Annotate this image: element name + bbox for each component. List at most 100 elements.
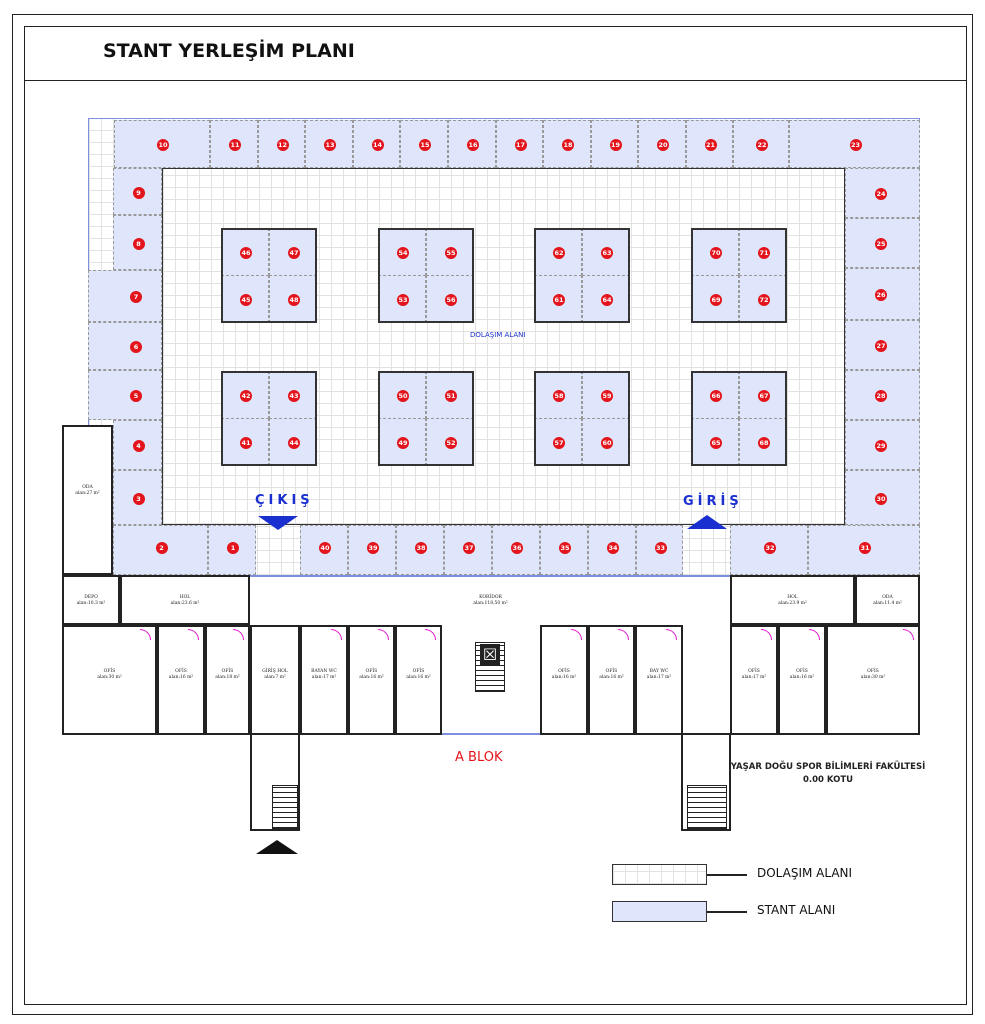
stand-number-badge: 10 — [157, 139, 169, 151]
stand-cell: 13 — [305, 120, 353, 168]
island-stand-block — [378, 228, 474, 323]
stand-number-badge: 21 — [704, 139, 717, 151]
legend-swatch-stand — [612, 901, 707, 922]
stand-number-badge: 17 — [514, 139, 527, 151]
legend-swatch-circulation — [612, 864, 707, 885]
stand-number-badge: 56 — [445, 294, 457, 306]
stand-number-badge: 72 — [758, 294, 770, 306]
stand-number-badge: 30 — [875, 492, 887, 505]
stand-number-badge: 41 — [240, 437, 252, 449]
stand-number-badge: 33 — [654, 542, 667, 554]
stand-number-badge: 6 — [130, 341, 142, 353]
room-area: alan:7 m² — [264, 675, 286, 681]
stand-number-badge: 9 — [132, 186, 145, 199]
island-stand-block — [221, 371, 317, 466]
room-name: BAY WC — [649, 669, 669, 675]
stand-cell: 7 — [88, 270, 162, 322]
stand-number-badge: 51 — [445, 390, 457, 402]
door-icon — [809, 629, 820, 640]
room-area: alan:30 m² — [97, 675, 122, 681]
legend-leader — [707, 874, 747, 876]
legend-leader — [707, 911, 747, 913]
stand-cell: 21 — [686, 120, 733, 168]
exit-label: ÇIKIŞ — [255, 493, 314, 508]
left-entrance-stair — [250, 733, 300, 831]
exit-arrow-icon — [258, 516, 298, 530]
stand-number-badge: 39 — [367, 542, 379, 554]
stand-number-badge: 34 — [607, 542, 619, 554]
stand-number-badge: 40 — [319, 542, 331, 554]
room-area: alan:17 m² — [741, 675, 767, 681]
stand-cell: 36 — [492, 525, 540, 575]
stand-number-badge: 25 — [875, 238, 887, 250]
stand-number-badge: 55 — [445, 247, 457, 259]
room-name: OFİS — [221, 669, 234, 675]
stand-number-badge: 16 — [467, 139, 479, 151]
stand-number-badge: 12 — [276, 139, 289, 151]
room-area: alan:16 m² — [789, 675, 815, 681]
room-area: alan:23.9 m² — [778, 601, 807, 607]
room-name: DEPO — [84, 595, 98, 601]
level-label: 0.00 KOTU — [802, 775, 854, 785]
stand-number-badge: 58 — [553, 390, 565, 402]
stand-cell: 24 — [845, 168, 920, 218]
room-area: alan:16 m² — [406, 675, 431, 681]
stand-cell: 20 — [638, 120, 686, 168]
stand-cell: 55 — [426, 228, 474, 276]
stand-cell: 32 — [730, 525, 808, 575]
room-name: OFİS — [175, 669, 187, 675]
inner-frame — [24, 26, 967, 1005]
stand-number-badge: 71 — [758, 247, 770, 259]
stand-cell: 16 — [448, 120, 496, 168]
stand-cell: 22 — [733, 120, 789, 168]
room-name: OFİS — [365, 669, 378, 675]
stand-cell: 41 — [221, 418, 269, 466]
stand-cell: 6 — [88, 322, 162, 370]
stand-number-badge: 27 — [875, 340, 887, 352]
stand-cell: 33 — [636, 525, 683, 575]
room-name: ODA — [882, 595, 893, 601]
circulation-area — [162, 168, 845, 525]
room-area: alan:17 m² — [311, 675, 337, 681]
stand-number-badge: 44 — [288, 437, 300, 449]
room-name: ODA — [82, 485, 93, 491]
stand-number-badge: 70 — [710, 247, 722, 259]
door-icon — [618, 629, 629, 640]
stand-cell: 60 — [582, 418, 630, 466]
stand-number-badge: 61 — [553, 294, 565, 306]
stand-cell: 26 — [845, 268, 920, 320]
stair-steps — [272, 785, 298, 829]
island-stand-block — [691, 371, 787, 466]
stand-cell: 15 — [400, 120, 448, 168]
room-area: alan:16 m² — [599, 675, 624, 681]
room-area: alan:16 m² — [168, 675, 194, 681]
stand-number-badge: 1 — [227, 542, 239, 554]
stand-number-badge: 68 — [758, 437, 770, 449]
door-icon — [666, 629, 677, 640]
stand-number-badge: 52 — [445, 437, 457, 449]
stand-number-badge: 18 — [562, 139, 574, 151]
right-entrance-stair — [681, 733, 731, 831]
stand-number-badge: 53 — [397, 294, 409, 306]
stand-number-badge: 14 — [371, 139, 384, 151]
stand-cell: 3 — [113, 470, 162, 525]
stand-cell: 31 — [808, 525, 920, 575]
stand-number-badge: 67 — [758, 390, 770, 402]
stand-cell: 52 — [426, 418, 474, 466]
stand-number-badge: 23 — [849, 139, 862, 151]
stand-cell: 23 — [789, 120, 920, 168]
